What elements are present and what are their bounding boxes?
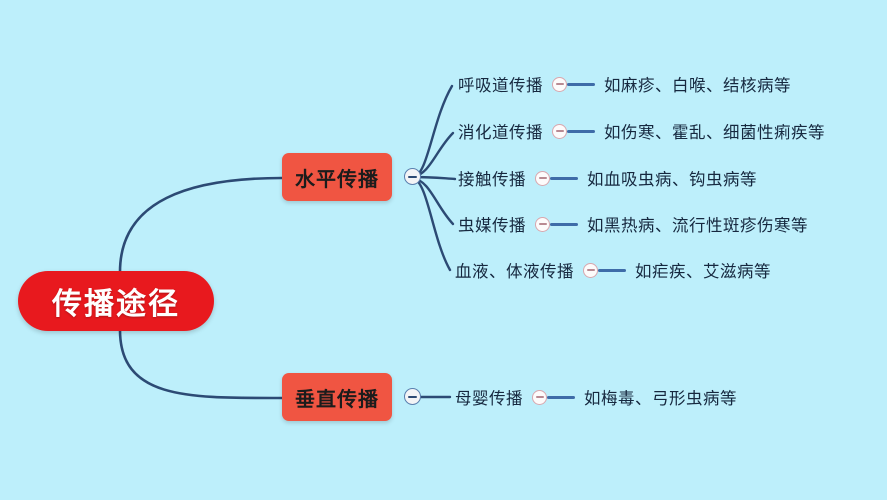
edge-horizontal-to-leaf-1 [411,84,454,179]
branch-node-vertical[interactable]: 垂直传播 [282,373,392,421]
leaf-label: 接触传播 [458,171,526,189]
edge-root-to-vertical [118,328,284,400]
minus-circle-icon[interactable] [532,389,547,405]
leaf-row[interactable]: 消化道传播 如伤寒、霍乱、细菌性痢疾等 [458,119,825,143]
minus-circle-icon[interactable] [535,170,550,186]
minus-glyph [586,269,595,271]
minus-circle-icon[interactable] [552,123,567,139]
minus-glyph [408,175,417,178]
minus-circle-icon[interactable] [583,262,598,278]
branch-node-horizontal-label: 水平传播 [295,168,379,191]
leaf-example-text: 如血吸虫病、钩虫病等 [587,171,757,189]
leaf-connector [583,262,626,278]
leaf-label: 血液、体液传播 [455,263,574,281]
leaf-connector [535,170,578,186]
minus-glyph [538,177,547,179]
leaf-row[interactable]: 呼吸道传播 如麻疹、白喉、结核病等 [458,72,791,96]
leaf-example-text: 如麻疹、白喉、结核病等 [604,77,791,95]
leaf-example-text: 如伤寒、霍乱、细菌性痢疾等 [604,124,825,142]
leaf-stem [550,222,578,226]
minus-circle-icon[interactable] [535,216,550,232]
minus-circle-icon-vertical-toggle[interactable] [404,388,421,405]
leaf-stem [567,82,595,86]
leaf-stem [547,395,575,399]
minus-glyph [555,83,564,85]
leaf-example-text: 如黑热病、流行性斑疹伤寒等 [587,217,808,235]
minus-circle-icon[interactable] [552,76,567,92]
branch-node-vertical-label: 垂直传播 [295,388,379,411]
leaf-row[interactable]: 虫媒传播 如黑热病、流行性斑疹伤寒等 [458,212,808,236]
branch-node-horizontal[interactable]: 水平传播 [282,153,392,201]
root-node-label: 传播途径 [52,288,180,321]
leaf-connector [535,216,578,232]
leaf-example-text: 如疟疾、艾滋病等 [635,263,771,281]
minus-glyph [538,223,547,225]
edge-root-to-horizontal [118,176,284,274]
leaf-label: 虫媒传播 [458,217,526,235]
leaf-label: 母婴传播 [455,390,523,408]
leaf-connector [532,389,575,405]
leaf-label: 呼吸道传播 [458,77,543,95]
leaf-stem [550,176,578,180]
minus-circle-icon-horizontal-toggle[interactable] [404,168,421,185]
leaf-label: 消化道传播 [458,124,543,142]
minus-glyph [555,130,564,132]
leaf-connector [552,76,595,92]
leaf-stem [567,129,595,133]
leaf-connector [552,123,595,139]
minus-glyph [535,396,544,398]
leaf-stem [598,268,626,272]
root-node[interactable]: 传播途径 [18,271,214,331]
leaf-row[interactable]: 血液、体液传播 如疟疾、艾滋病等 [455,258,771,282]
leaf-row[interactable]: 接触传播 如血吸虫病、钩虫病等 [458,166,757,190]
leaf-example-text: 如梅毒、弓形虫病等 [584,390,737,408]
minus-glyph [408,395,417,398]
leaf-row[interactable]: 母婴传播 如梅毒、弓形虫病等 [455,385,737,409]
